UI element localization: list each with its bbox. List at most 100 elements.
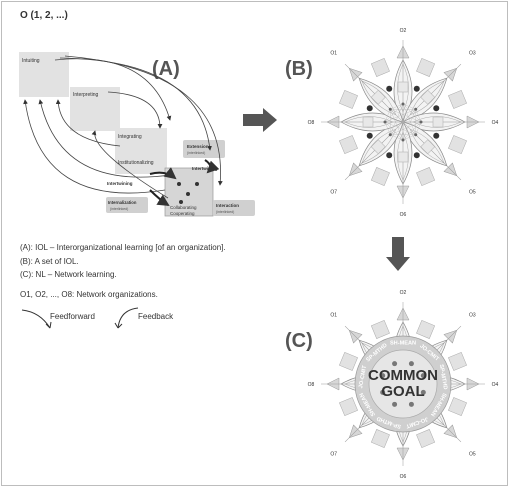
node-label-o6: O6 [400,474,407,480]
extension-box [183,140,225,158]
node-square [448,135,467,155]
feedforward-symbol [21,309,52,329]
node-label-o7: O7 [330,189,337,195]
mesh-line [390,103,404,110]
inner-square [397,151,409,163]
inner-square [420,89,436,105]
node-square [416,320,436,339]
network-dot [433,105,440,112]
network-dot [392,361,398,367]
right-arrow [243,108,277,132]
network-dot [408,361,414,367]
panel-b-label: (B) [285,58,313,80]
integrating-label: Integrating [118,134,142,140]
mesh-line [402,103,416,110]
down-arrow [386,237,410,271]
mesh-line [390,109,422,123]
feedforward-arc [64,55,223,186]
mesh-dot [401,138,405,142]
inner-square [432,116,444,128]
mesh-line [390,109,416,135]
intuiting-label: Intuiting [22,58,40,64]
node-square [370,167,390,186]
node-square [448,397,467,417]
mesh-dot [419,120,423,124]
legend-line-c: (C): NL – Network learning. [20,270,117,279]
interaction-label: Interaction [216,203,239,208]
mesh-line [415,109,422,123]
node-label-o8: O8 [308,382,315,388]
collab-dot [195,182,199,186]
node-square [370,320,390,339]
node-square [448,351,467,371]
node-label-o7: O7 [330,451,337,457]
mesh-dot [414,107,418,111]
internalization-box [106,197,148,213]
interpreting-box [70,87,120,131]
inner-square [397,81,409,93]
intertwining-arrow [204,159,220,174]
mesh-dot [414,133,418,137]
node-label-o5: O5 [469,189,476,195]
node-square [370,429,390,448]
extension-label: Extension [187,144,209,149]
mesh-line [402,134,416,141]
node-label-o8: O8 [308,120,315,126]
interpreting-label: Interpreting [73,92,99,98]
inner-square [420,139,436,155]
network-dot [386,152,393,159]
center-label-common: COMMON [368,367,438,384]
extension-sub: (interlinked) [187,151,205,155]
network-dot [408,401,414,407]
collab-dot [186,192,190,196]
node-label-o4: O4 [492,382,499,388]
intertwining-label: Intertwining [107,181,133,186]
mesh-line [384,109,391,123]
node-label-o1: O1 [330,51,337,57]
network-dot [366,105,373,112]
feedback-arc [23,99,166,194]
feedback-arc [91,130,169,199]
mesh-line [384,121,404,141]
node-square [416,167,436,186]
node-square [339,89,358,109]
network-dot [366,132,373,139]
node-label-o2: O2 [400,290,407,296]
mesh-dot [401,102,405,106]
ring-label: SH-MEAN [390,340,416,346]
node-label-o5: O5 [469,451,476,457]
network-dot [392,401,398,407]
node-label-o3: O3 [469,51,476,57]
mesh-line [390,109,404,141]
network-dot [413,152,420,159]
node-square [448,89,467,109]
ring-label: JO-CMIT [358,365,368,389]
feedback-arc [55,99,121,147]
mesh-line [384,121,391,135]
cooperating-label: Cooperating [170,211,195,216]
network-dot [433,132,440,139]
intertwining-label: Intertwining [192,166,218,171]
intertwining-arrow [149,167,177,180]
feedforward-label: Feedforward [50,312,95,321]
center-label-goal: GOAL [381,383,424,400]
mesh-line [390,134,404,141]
feedback-label: Feedback [138,312,174,321]
node-square [416,58,436,77]
center-disc [368,349,438,419]
feedback-symbol [114,307,139,329]
interaction-sub: (interlinked) [216,210,234,214]
network-dot [420,389,426,395]
intertwining-arrow [149,189,170,207]
node-label-o1: O1 [330,313,337,319]
node-square [339,397,358,417]
node-label-o6: O6 [400,212,407,218]
node-square [339,135,358,155]
panel-a-label: (A) [152,58,180,80]
panel-c-label: (C) [285,330,313,352]
ring-label: SP-MTHD [438,364,448,390]
inner-square [370,139,386,155]
inner-square [362,116,374,128]
network-dot [380,389,386,395]
panel-a-diagram: Intuiting Interpreting Integrating Insti… [19,52,255,217]
